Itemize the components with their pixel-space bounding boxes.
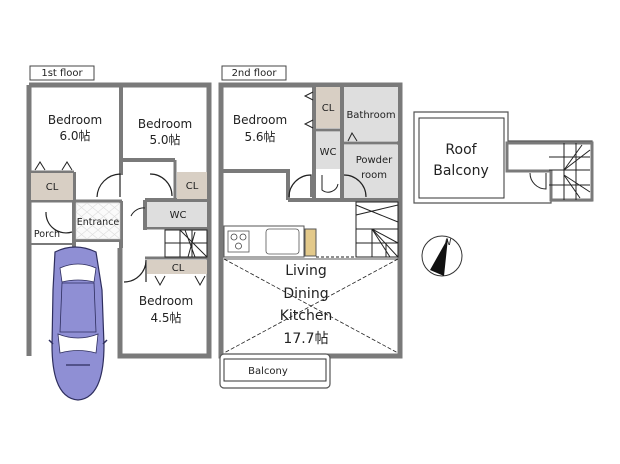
powder-room-label: Powder xyxy=(356,155,393,166)
door xyxy=(96,173,121,198)
closet-label: CL xyxy=(46,182,59,193)
ldk-size: 17.7帖 xyxy=(283,331,328,347)
wc-label: WC xyxy=(170,210,187,221)
stove-icon xyxy=(227,230,250,253)
porch-label: Porch xyxy=(34,229,60,240)
room-size: 4.5帖 xyxy=(150,310,181,325)
sink-icon xyxy=(265,228,300,255)
ldk-label: Living xyxy=(285,263,327,279)
room-name: Bedroom xyxy=(138,117,192,131)
compass-north-label: N xyxy=(445,238,452,248)
second-floor: 2nd floor Bedroom 5.6帖 CL WC Bathroom Po… xyxy=(218,65,403,389)
floor-label-box xyxy=(221,65,287,81)
room-size: 6.0帖 xyxy=(59,128,90,143)
roof-balcony-label: Balcony xyxy=(433,163,489,179)
stairs xyxy=(164,229,208,258)
wc-label: WC xyxy=(320,147,337,158)
closet-label: CL xyxy=(172,263,185,274)
car-icon xyxy=(48,246,108,401)
closet-label: CL xyxy=(186,181,199,192)
floor-label-1st: 1st floor xyxy=(41,68,83,79)
stairs xyxy=(549,143,591,200)
closet xyxy=(316,87,340,128)
closet xyxy=(31,173,73,200)
room-name: Bedroom xyxy=(48,113,102,127)
entrance-label: Entrance xyxy=(77,217,120,228)
closet xyxy=(177,172,207,199)
ldk-label: Kitchen xyxy=(280,308,333,324)
door xyxy=(288,174,312,198)
roof-balcony-label: Roof xyxy=(445,142,477,158)
door xyxy=(149,173,173,197)
closet-label: CL xyxy=(322,103,335,114)
stairs xyxy=(355,201,399,258)
room-size: 5.0帖 xyxy=(149,132,180,147)
roof-floor: Roof Balcony xyxy=(413,111,594,204)
door xyxy=(343,174,367,198)
bathroom xyxy=(344,87,398,141)
bathroom-label: Bathroom xyxy=(346,110,395,121)
powder-room xyxy=(344,145,398,198)
exterior-wall xyxy=(26,82,212,359)
wc xyxy=(147,202,207,227)
ldk-label: Dining xyxy=(283,286,328,302)
closet xyxy=(147,260,207,274)
floor-label-box xyxy=(29,65,95,81)
first-floor: 1st floor Bedroom 6.0帖 Bedroom 5.0帖 CL C… xyxy=(26,65,212,401)
floor-label-2nd: 2nd floor xyxy=(232,68,278,79)
compass-icon: N xyxy=(421,235,463,277)
powder-room-label: room xyxy=(361,170,387,181)
room-size: 5.6帖 xyxy=(244,129,275,144)
room-name: Bedroom xyxy=(139,294,193,308)
wc xyxy=(316,132,340,169)
balcony-label: Balcony xyxy=(248,366,288,377)
room-name: Bedroom xyxy=(233,113,287,127)
refrigerator xyxy=(304,228,317,257)
